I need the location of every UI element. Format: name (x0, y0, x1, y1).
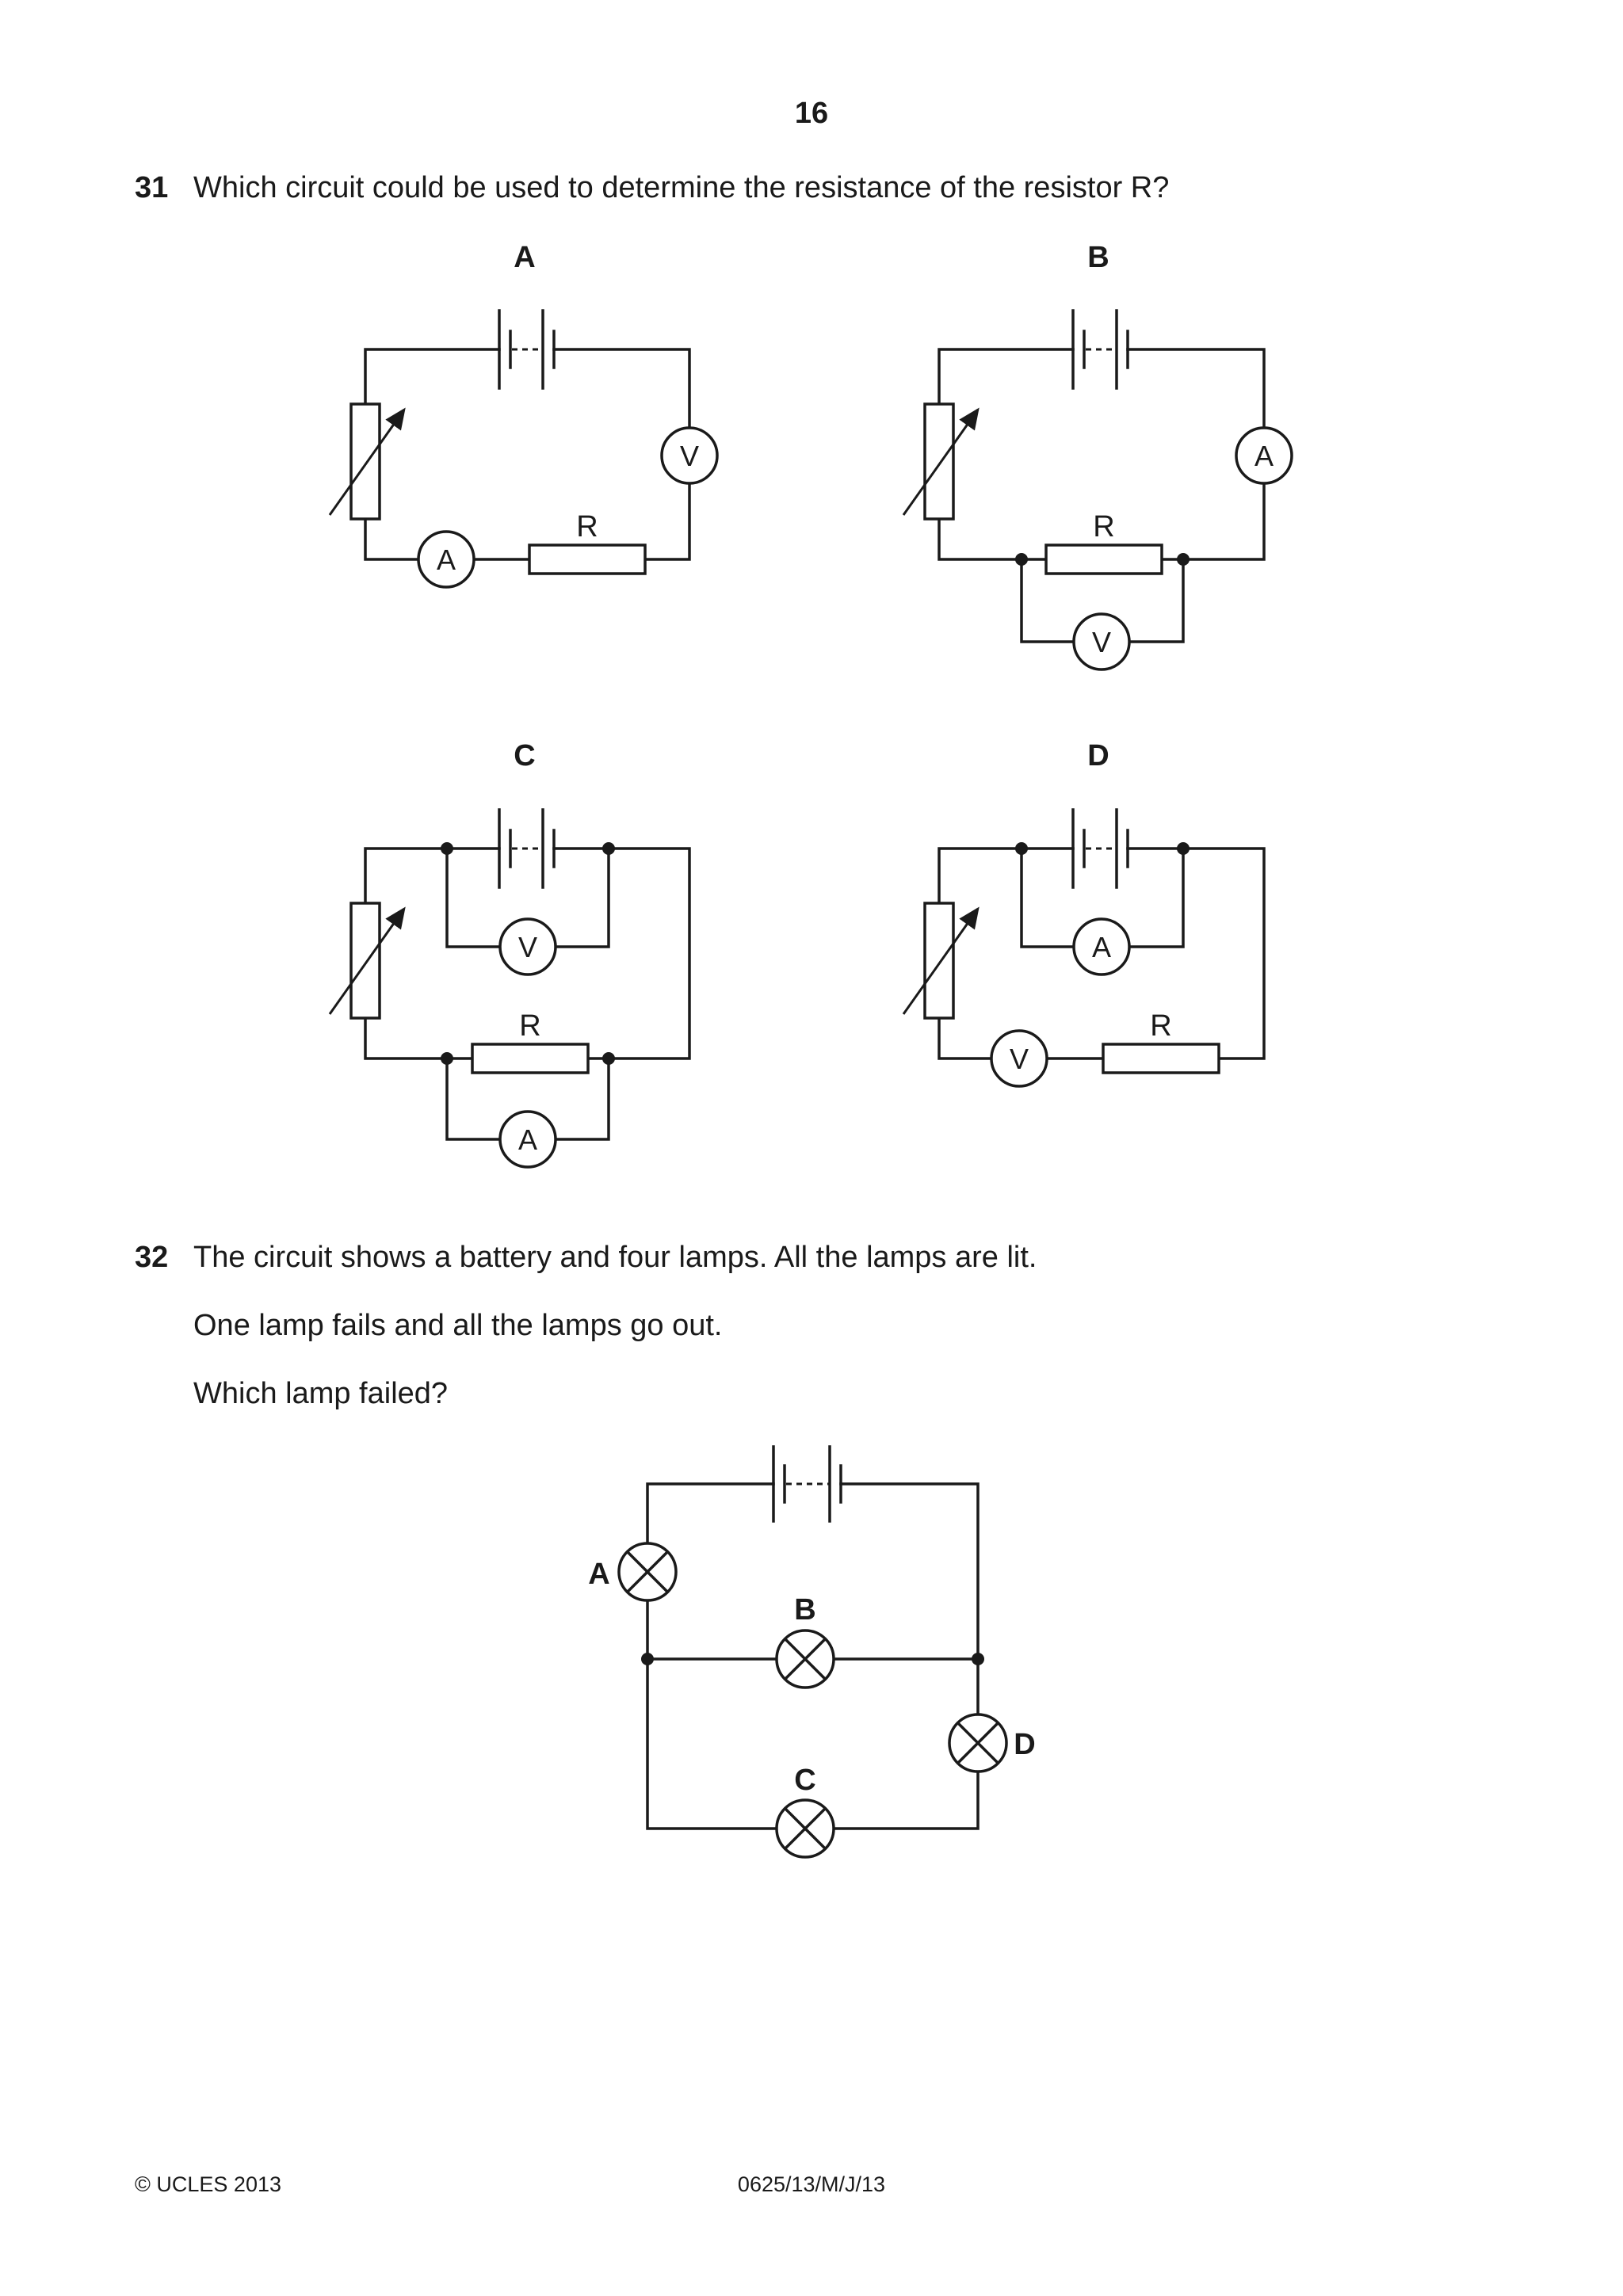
circuit-d-label: D (1087, 739, 1109, 772)
circuit-d: D A V R (902, 739, 1266, 1088)
resistor-r: R (528, 510, 647, 575)
junction-dot (1015, 553, 1028, 566)
footer-code: 0625/13/M/J/13 (737, 2172, 886, 2196)
ammeter-letter: A (518, 1123, 537, 1156)
voltmeter: V (990, 1029, 1048, 1088)
resistor-label: R (576, 510, 598, 543)
resistor-label: R (1150, 1009, 1171, 1043)
battery-symbol (772, 1445, 842, 1523)
junction-dot (641, 1653, 654, 1665)
ammeter: A (1072, 917, 1131, 976)
ammeter: A (417, 530, 475, 589)
question-31-text: Which circuit could be used to determine… (193, 171, 1170, 204)
lamp-a: A (588, 1542, 678, 1602)
ammeter-letter: A (1254, 440, 1274, 472)
lamp-c-label: C (794, 1764, 815, 1797)
voltmeter: V (498, 917, 557, 976)
battery-symbol (1071, 808, 1129, 889)
resistor-label: R (519, 1009, 540, 1043)
page-number: 16 (794, 97, 829, 130)
junction-dot (441, 842, 453, 855)
ammeter: A (498, 1110, 557, 1169)
ammeter-letter: A (1092, 931, 1111, 963)
battery-symbol (498, 808, 556, 889)
voltmeter: V (1072, 612, 1131, 671)
lamp-d-label: D (1014, 1728, 1035, 1761)
voltmeter-letter: V (518, 931, 537, 963)
variable-resistor (902, 902, 980, 1020)
circuit-a-label: A (514, 241, 535, 274)
question-32-line-3: Which lamp failed? (193, 1377, 449, 1410)
lamp-b-label: B (794, 1593, 815, 1627)
lamp-c: C (775, 1764, 835, 1859)
junction-dot (1015, 842, 1028, 855)
voltmeter-letter: V (680, 440, 699, 472)
variable-resistor (328, 902, 406, 1020)
ammeter: A (1235, 426, 1293, 485)
variable-resistor (902, 402, 980, 521)
circuit-c-label: C (514, 739, 535, 772)
junction-dot (1177, 553, 1190, 566)
footer-copyright: © UCLES 2013 (135, 2172, 281, 2196)
voltmeter: V (660, 426, 719, 485)
lamp-d: D (948, 1713, 1036, 1773)
voltmeter-letter: V (1010, 1043, 1029, 1075)
question-32-line-1: The circuit shows a battery and four lam… (193, 1241, 1037, 1274)
question-32-line-2: One lamp fails and all the lamps go out. (193, 1309, 723, 1342)
resistor-r: R (1044, 510, 1163, 575)
battery-symbol (498, 309, 556, 390)
junction-dot (972, 1653, 984, 1665)
lamp-b: B (775, 1593, 835, 1689)
ammeter-letter: A (437, 543, 456, 576)
voltmeter-letter: V (1092, 626, 1111, 658)
circuit-c: C V R A (328, 739, 691, 1169)
circuit-a: A A R V (328, 241, 719, 589)
variable-resistor (328, 402, 406, 521)
resistor-r: R (471, 1009, 590, 1074)
lamp-circuit: A B C D (588, 1445, 1036, 1859)
battery-symbol (1071, 309, 1129, 390)
lamp-a-label: A (588, 1558, 609, 1591)
circuit-b: B R V A (902, 241, 1293, 671)
resistor-label: R (1093, 510, 1114, 543)
junction-dot (602, 842, 615, 855)
question-31-number: 31 (135, 171, 169, 204)
junction-dot (441, 1052, 453, 1065)
resistor-r: R (1102, 1009, 1220, 1074)
circuit-b-label: B (1087, 241, 1109, 274)
junction-dot (1177, 842, 1190, 855)
question-32-number: 32 (135, 1241, 169, 1274)
junction-dot (602, 1052, 615, 1065)
